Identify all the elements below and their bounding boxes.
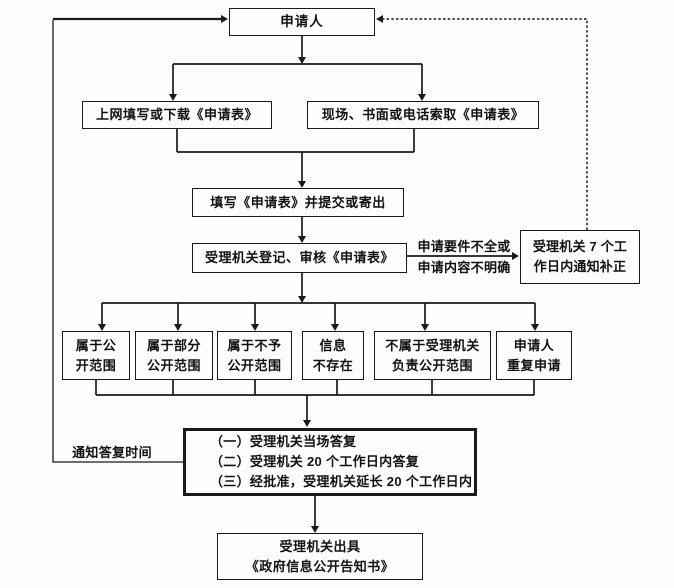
node-scope-partial-line1: 属于部分 <box>146 337 201 353</box>
node-scope-public-line1: 属于公 <box>75 337 117 353</box>
edge-label-incomplete-line2: 申请内容不明确 <box>417 260 511 275</box>
connector-forms-to-fill <box>176 129 415 188</box>
node-repeat-apply-line1: 申请人 <box>513 337 555 353</box>
node-fill-form-label: 填写《申请表》并提交或寄出 <box>210 194 386 210</box>
node-register: 受理机关登记、审核《申请表》 <box>192 243 407 273</box>
connector-fill-to-register <box>298 217 306 243</box>
node-not-responsible-line1: 不属于受理机关 <box>385 337 480 353</box>
node-info-not-exist-line2: 不存在 <box>312 357 354 373</box>
node-supplement-notice: 受理机关 7 个工 作日内通知补正 <box>520 230 640 284</box>
node-issue-notice-line1: 受理机关出具 <box>279 538 361 554</box>
node-reply-rules-line3: （三）经批准，受理机关延长 20 个工作日内 <box>210 474 473 489</box>
node-online-form: 上网填写或下载《申请表》 <box>82 101 272 129</box>
node-scope-partial-line2: 公开范围 <box>146 357 201 373</box>
edge-label-notify-time-text: 通知答复时间 <box>72 445 152 460</box>
node-applicant: 申请人 <box>229 8 375 36</box>
node-onsite-form: 现场、书面或电话索取《申请表》 <box>307 101 539 129</box>
node-supplement-line2: 作日内通知补正 <box>533 259 627 274</box>
node-not-responsible-line2: 负责公开范围 <box>391 357 473 373</box>
node-info-not-exist: 信息 不存在 <box>302 331 364 380</box>
connector-applicant-to-forms <box>169 36 426 101</box>
node-reply-rules-line1: （一）受理机关当场答复 <box>210 434 357 449</box>
connector-reply-to-issue <box>311 496 319 533</box>
connector-register-to-branches <box>98 273 539 331</box>
connector-branches-to-reply <box>95 380 535 427</box>
edge-label-incomplete-application: 申请要件不全或 申请内容不明确 <box>408 236 520 278</box>
connector-register-to-supplement <box>407 252 519 260</box>
node-issue-notice: 受理机关出具 《政府信息公开告知书》 <box>217 533 423 580</box>
node-scope-partial: 属于部分 公开范围 <box>135 331 213 380</box>
node-register-label: 受理机关登记、审核《申请表》 <box>204 250 394 265</box>
node-onsite-form-label: 现场、书面或电话索取《申请表》 <box>321 107 525 122</box>
node-online-form-label: 上网填写或下载《申请表》 <box>95 107 258 122</box>
node-fill-form: 填写《申请表》并提交或寄出 <box>192 188 404 217</box>
node-scope-public-line2: 开范围 <box>75 357 117 373</box>
node-info-not-exist-line1: 信息 <box>319 337 347 353</box>
edge-label-incomplete-line1: 申请要件不全或 <box>417 239 511 254</box>
node-supplement-line1: 受理机关 7 个工 <box>532 239 628 254</box>
node-repeat-apply-line2: 重复申请 <box>506 357 561 373</box>
node-reply-rules-line2: （二）受理机关 20 个工作日内答复 <box>210 454 420 469</box>
node-not-responsible: 不属于受理机关 负责公开范围 <box>374 331 491 380</box>
connector-reply-loop-to-applicant <box>52 15 228 463</box>
node-issue-notice-line2: 《政府信息公开告知书》 <box>245 558 395 574</box>
node-scope-denied-line2: 公开范围 <box>227 357 282 373</box>
node-scope-denied-line1: 属于不予 <box>227 337 282 353</box>
node-repeat-apply: 申请人 重复申请 <box>496 331 572 380</box>
edge-label-notify-time: 通知答复时间 <box>62 442 162 463</box>
node-scope-denied: 属于不予 公开范围 <box>217 331 292 380</box>
node-reply-rules: （一）受理机关当场答复 （二）受理机关 20 个工作日内答复 （三）经批准，受理… <box>183 428 477 496</box>
connector-supplement-to-applicant <box>376 15 588 230</box>
node-scope-public: 属于公 开范围 <box>62 331 130 380</box>
node-applicant-label: 申请人 <box>280 14 324 29</box>
